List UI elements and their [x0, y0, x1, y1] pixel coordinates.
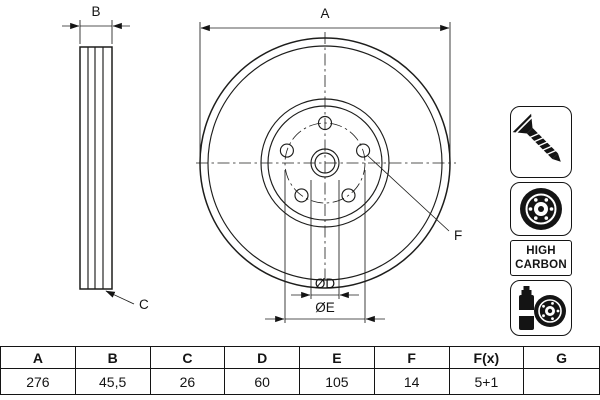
countersunk-screw-icon	[512, 113, 561, 162]
dimension-a: A	[199, 6, 451, 158]
dimension-b: B	[62, 4, 130, 44]
spray-can-with-disc-icon	[519, 286, 566, 330]
col-header-d: D	[225, 347, 300, 369]
label-f: F	[454, 228, 462, 243]
disc-front-view	[196, 32, 456, 289]
label-b: B	[91, 4, 100, 19]
value-b: 45,5	[76, 369, 151, 394]
col-header-e: E	[300, 347, 375, 369]
dimension-e: ØE	[265, 170, 385, 323]
label-a: A	[320, 6, 329, 21]
dimension-f: F	[367, 155, 462, 243]
value-f: 14	[375, 369, 450, 394]
value-e: 105	[300, 369, 375, 394]
disc-side-view	[79, 46, 113, 290]
dimension-table-value-row: 276 45,5 26 60 105 14 5+1	[1, 369, 599, 394]
dimension-table: A B C D E F F(x) G 276 45,5 26 60 105 14…	[0, 346, 600, 395]
value-c: 26	[151, 369, 226, 394]
high-carbon-text-line1: HIGH	[526, 244, 556, 257]
col-header-f: F	[374, 347, 450, 369]
col-header-g: G	[524, 347, 599, 369]
brake-disc-badge	[510, 182, 572, 236]
label-dia-e: ØE	[315, 300, 335, 315]
coating-badge	[510, 280, 572, 336]
dimension-c: C	[105, 290, 149, 312]
value-a: 276	[1, 369, 76, 394]
high-carbon-text-line2: CARBON	[515, 259, 567, 271]
dimension-table-header-row: A B C D E F F(x) G	[1, 347, 599, 369]
value-g	[524, 369, 599, 394]
col-header-c: C	[150, 347, 226, 369]
col-header-fx: F(x)	[449, 347, 525, 369]
bolt-hole	[279, 143, 294, 158]
label-dia-d: ØD	[315, 276, 336, 291]
label-c: C	[139, 297, 149, 312]
bolt-hole	[341, 188, 356, 203]
technical-drawing: B C	[62, 4, 462, 323]
bolt-hole	[356, 143, 371, 158]
col-header-a: A	[1, 347, 76, 369]
value-d: 60	[225, 369, 300, 394]
high-carbon-badge: HIGH CARBON	[510, 240, 572, 276]
col-header-b: B	[75, 347, 151, 369]
small-disc	[534, 295, 566, 327]
dimension-d: ØD	[291, 180, 359, 299]
value-fx: 5+1	[450, 369, 525, 394]
brake-disc-icon	[520, 188, 562, 230]
bolt-hole	[294, 188, 309, 203]
countersunk-screw-badge	[510, 106, 572, 178]
spray-can	[519, 286, 534, 330]
